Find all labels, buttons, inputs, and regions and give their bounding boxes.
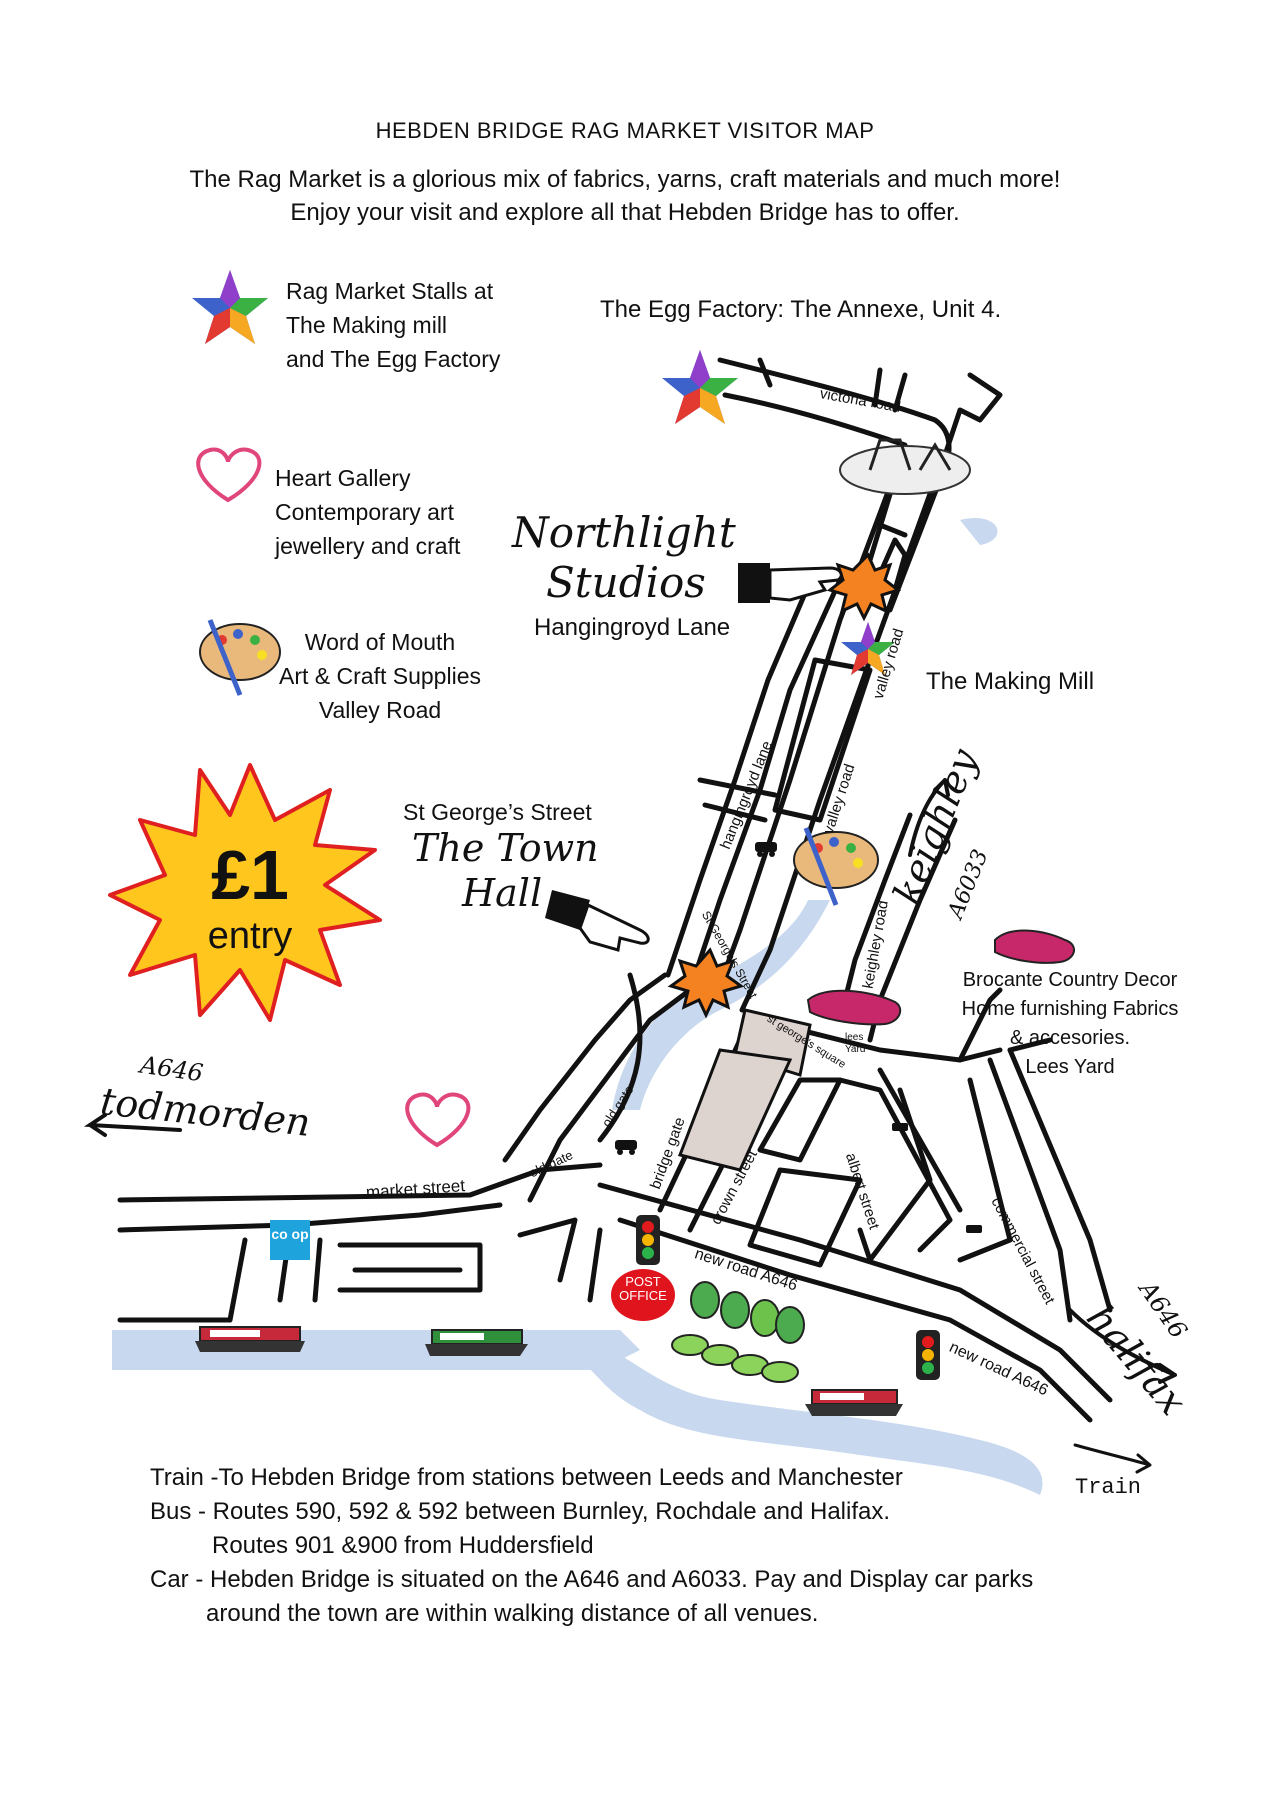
canal-boat-2 (425, 1329, 528, 1356)
canal-boat-3 (805, 1389, 903, 1416)
river (560, 1330, 1043, 1495)
rag-market-star-icon (192, 270, 268, 344)
st-georges-street-label: St George’s Street (403, 799, 592, 825)
legend-heart-line: Heart Gallery (275, 465, 411, 491)
playground-icon (839, 438, 971, 495)
traffic-light-icon-2 (916, 1330, 940, 1380)
heart-gallery-map-icon (405, 1092, 471, 1148)
legend-wom-line: Valley Road (318, 697, 442, 723)
egg-factory-label: The Egg Factory: The Annexe, Unit 4. (600, 296, 1002, 323)
heart-gallery-legend-icon (196, 447, 262, 503)
brocante-line: Brocante Country Decor (962, 969, 1178, 991)
legend-stalls-line: The Making mill (286, 312, 448, 338)
entry-label: entry (207, 915, 293, 957)
footer-train: Train -To Hebden Bridge from stations be… (150, 1464, 903, 1491)
legend-stalls: Rag Market Stalls at The Making mill and… (286, 274, 500, 376)
post-office-line: OFFICE (619, 1288, 667, 1303)
legend-word-of-mouth: Word of Mouth Art & Craft Supplies Valle… (265, 625, 495, 727)
entry-price: £1 (211, 836, 289, 914)
entry-starburst (108, 763, 382, 1022)
intro-line-1: The Rag Market is a glorious mix of fabr… (189, 166, 1061, 193)
trees (671, 1281, 805, 1383)
traffic-light-icon (636, 1215, 660, 1265)
footer-car-1: Car - Hebden Bridge is situated on the A… (150, 1566, 1034, 1593)
making-mill-star-icon (841, 622, 895, 675)
post-office-badge (611, 1269, 675, 1321)
legend-heart-line: Contemporary art (275, 499, 454, 525)
road-label-lees-yard: lees Yard (845, 1032, 866, 1055)
legend-heart-line: jewellery and craft (275, 533, 461, 559)
map-title: HEBDEN BRIDGE RAG MARKET VISITOR MAP (375, 118, 875, 143)
footer-bus-1: Bus - Routes 590, 592 & 592 between Burn… (150, 1498, 891, 1525)
intro-line-2: Enjoy your visit and explore all that He… (290, 199, 960, 226)
footer-car-2: around the town are within walking dista… (206, 1600, 819, 1627)
art-palette-legend-icon (199, 619, 281, 696)
legend-wom-line: Art & Craft Supplies (279, 663, 481, 689)
town-hall-burst-icon (667, 947, 745, 1019)
train-arrow (1073, 1443, 1152, 1474)
post-office-line: POST (625, 1274, 661, 1289)
northlight-label-2: Studios (546, 558, 706, 607)
brocante-line: & accesories. (1009, 1027, 1131, 1049)
egg-factory-star-icon (662, 350, 738, 424)
canal-boat-1 (195, 1326, 305, 1352)
hangingroyd-lane-label: Hangingroyd Lane (534, 614, 731, 641)
making-mill-label: The Making Mill (926, 668, 1095, 695)
coop-label: co op (271, 1226, 309, 1242)
todmorden-arrow (83, 1113, 182, 1137)
brocante-label: Brocante Country Decor Home furnishing F… (940, 966, 1200, 1082)
legend-stalls-line: and The Egg Factory (286, 346, 501, 372)
pointing-hand-icon (738, 563, 843, 603)
pond (960, 517, 998, 545)
lees-yard-fabric-icon (806, 989, 902, 1026)
keighley-arrow (908, 778, 950, 857)
town-hall-label-2: Hall (462, 871, 543, 915)
post-office-label: POST OFFICE (611, 1275, 675, 1303)
halifax-arrow (1068, 1308, 1177, 1384)
town-hall-label-1: The Town (412, 826, 599, 870)
car-park-icon (615, 842, 982, 1233)
legend-wom-line: Word of Mouth (304, 629, 456, 655)
legend-stalls-line: Rag Market Stalls at (286, 278, 494, 304)
brocante-line: Home furnishing Fabrics (961, 998, 1179, 1020)
coop-logo (270, 1220, 310, 1260)
brocante-fabric-icon (994, 929, 1075, 964)
art-palette-map-icon (793, 827, 879, 906)
legend-heart-gallery: Heart Gallery Contemporary art jewellery… (275, 461, 460, 563)
pointing-hand-icon-2 (545, 890, 650, 952)
northlight-label-1: Northlight (512, 508, 736, 557)
footer-bus-2: Routes 901 &900 from Huddersfield (212, 1532, 594, 1559)
train-label: Train (1075, 1475, 1142, 1500)
brocante-line: Lees Yard (1025, 1056, 1115, 1078)
